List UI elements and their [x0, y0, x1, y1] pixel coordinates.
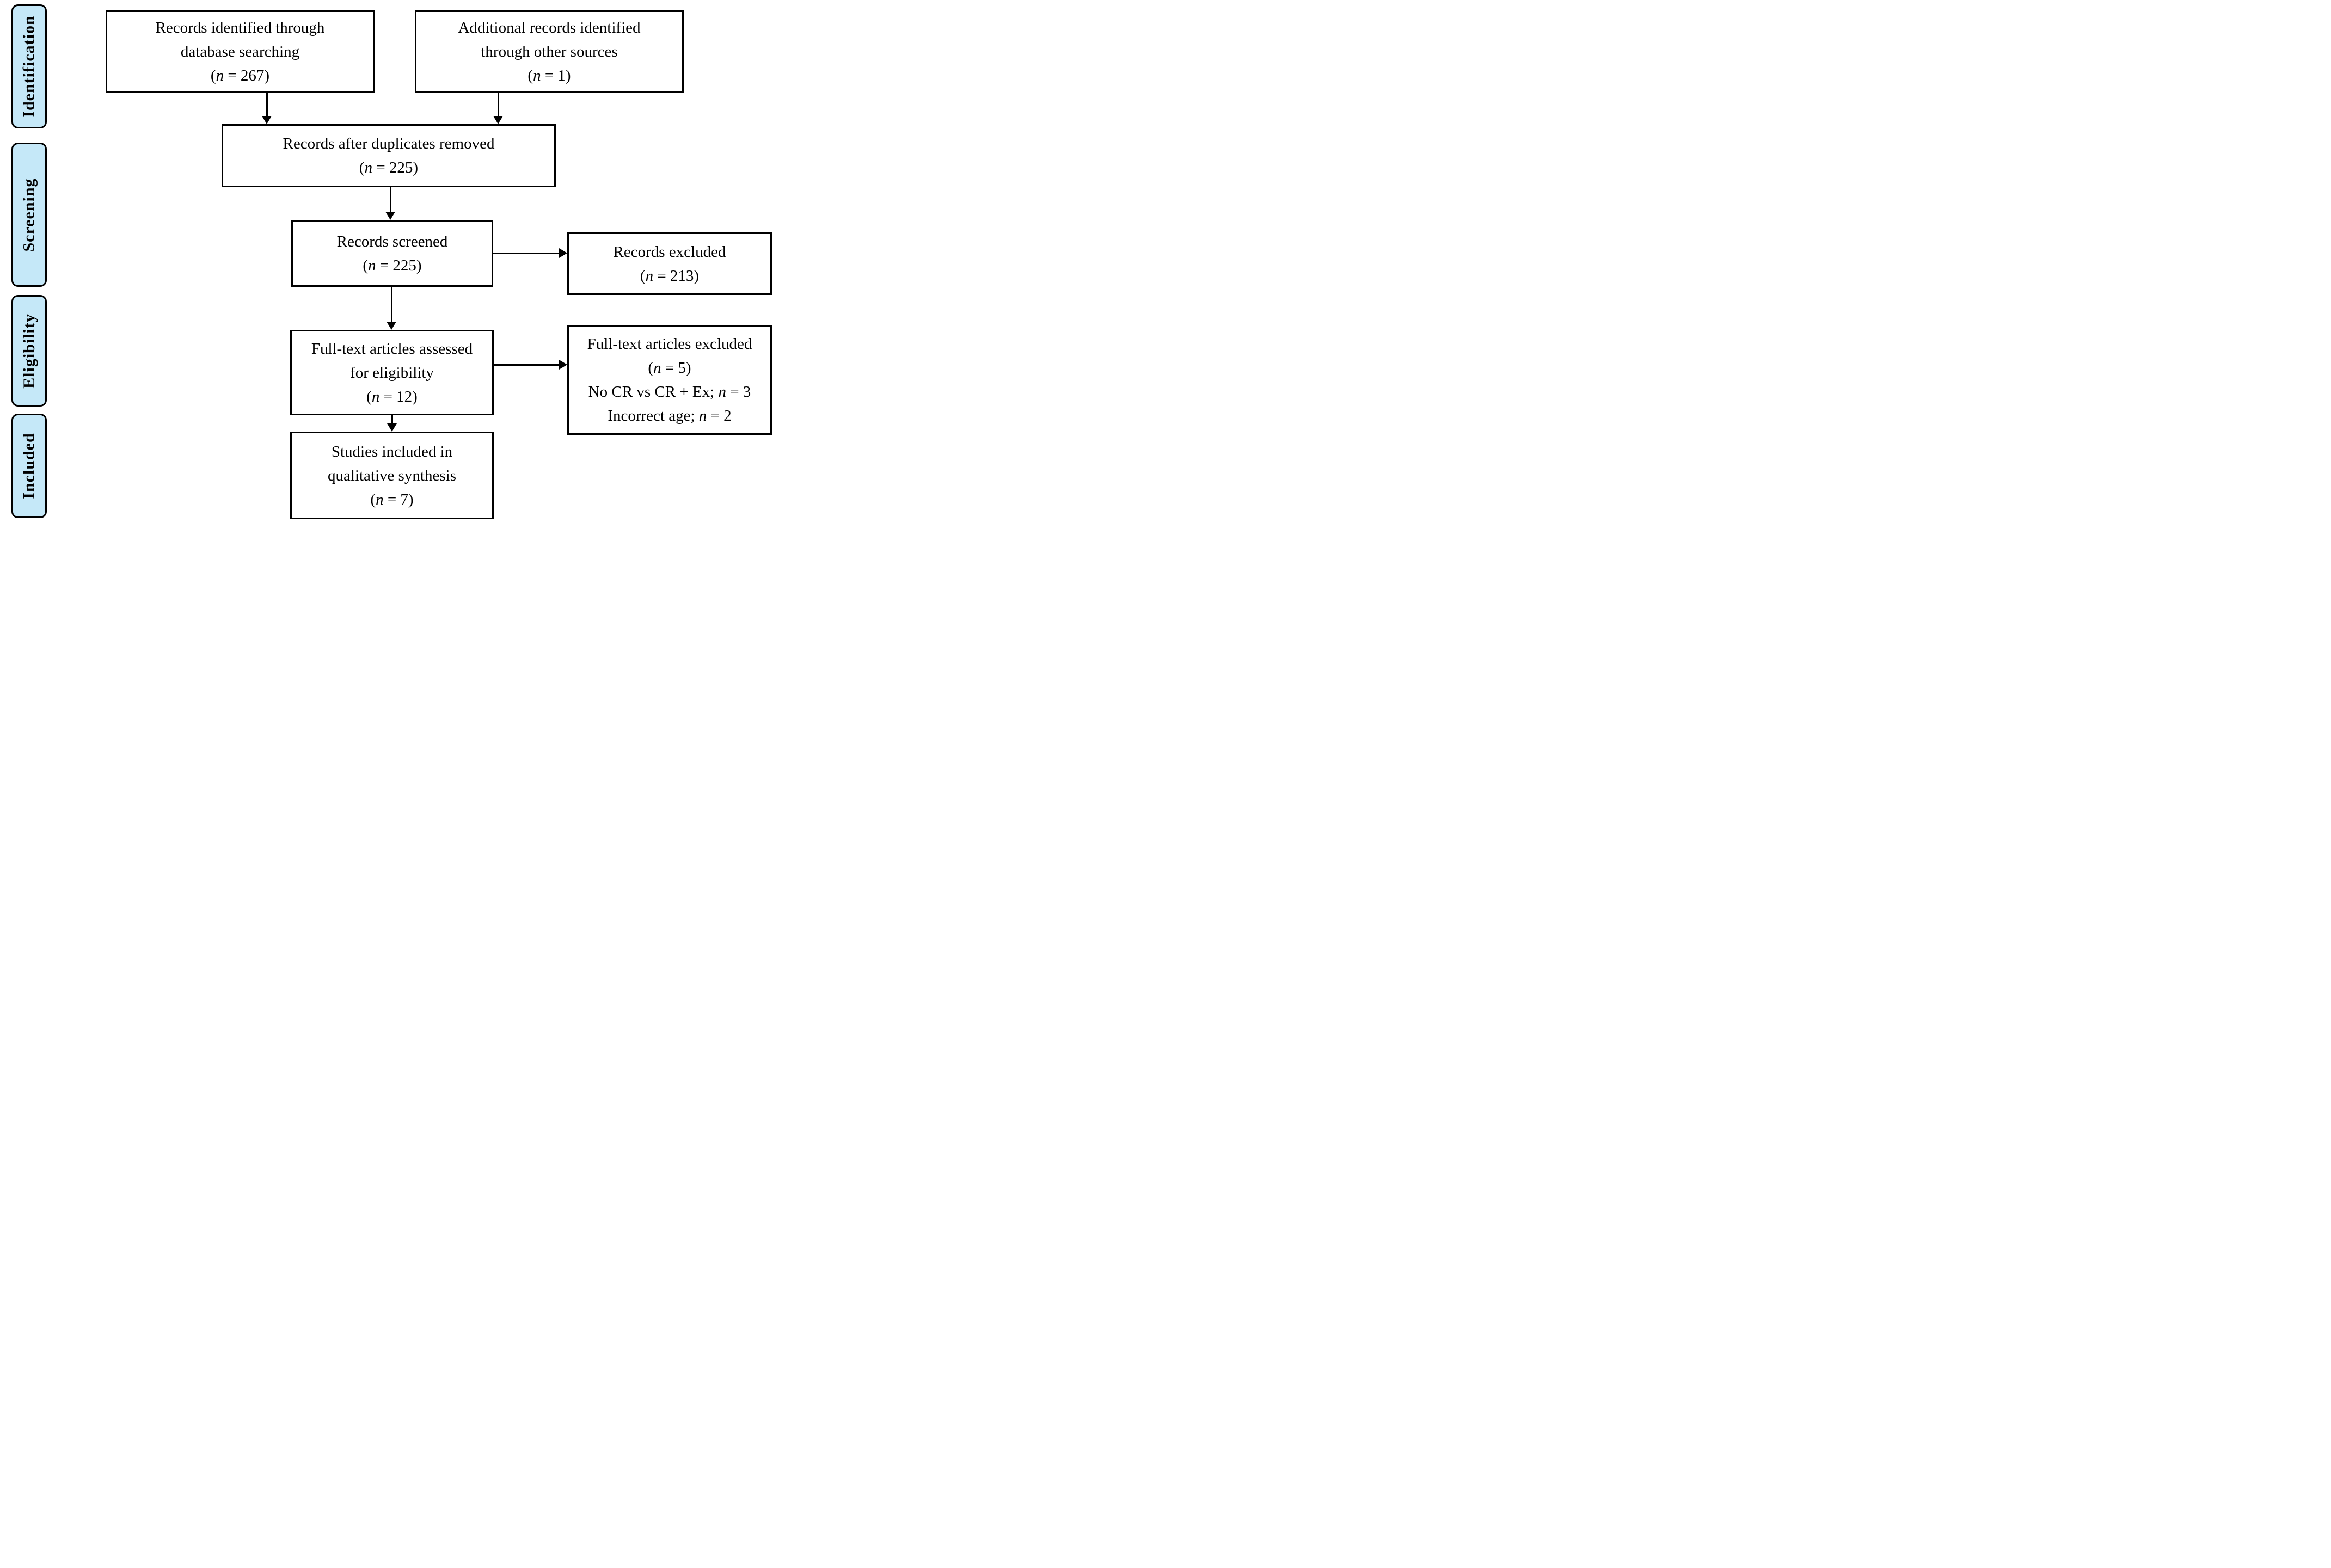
- flow-box-line: (n = 225): [359, 159, 419, 176]
- stage-eligibility: Eligibility: [11, 295, 47, 407]
- box-studies-included: Studies included in qualitative synthesis…: [290, 432, 494, 519]
- flow-box-line: Records identified through: [155, 19, 325, 36]
- arrow-down-icon: [385, 212, 395, 220]
- arrow-fulltext-to-excluded-stem: [494, 364, 560, 366]
- arrow-screened-to-excluded-stem: [493, 253, 560, 254]
- flow-box-line: No CR vs CR + Ex; n = 3: [588, 383, 751, 401]
- flow-box-line: (n = 225): [363, 256, 422, 274]
- stage-eligibility-label: Eligibility: [20, 313, 38, 389]
- flow-box-line: Full-text articles excluded: [587, 335, 752, 353]
- stage-screening-label: Screening: [20, 177, 38, 252]
- flow-box-line: (n = 12): [366, 388, 418, 405]
- flow-box-line: Full-text articles assessed: [311, 340, 473, 358]
- box-records-excluded: Records excluded (n = 213): [567, 232, 772, 295]
- arrow-right-icon: [559, 248, 567, 258]
- flow-box-line: qualitative synthesis: [328, 466, 456, 484]
- flow-box-line: (n = 5): [648, 359, 691, 377]
- stage-identification-label: Identification: [20, 15, 38, 118]
- flow-box-line: (n = 267): [210, 66, 270, 84]
- arrow-additional-to-duplicates-stem: [498, 93, 499, 116]
- flow-box-line: (n = 7): [370, 490, 414, 508]
- arrow-right-icon: [559, 360, 567, 370]
- flow-box-line: through other sources: [481, 42, 618, 60]
- box-fulltext-excluded: Full-text articles excluded (n = 5) No CR …: [567, 325, 772, 435]
- flow-box-line: Studies included in: [331, 442, 453, 460]
- stage-identification: Identification: [11, 4, 47, 128]
- flow-box-line: Records excluded: [613, 243, 726, 261]
- stage-screening: Screening: [11, 143, 47, 287]
- box-duplicates-removed: Records after duplicates removed (n = 225…: [222, 124, 556, 187]
- arrow-duplicates-to-screened-stem: [390, 187, 391, 212]
- box-records-identified: Records identified through database searc…: [106, 10, 375, 93]
- arrow-down-icon: [493, 116, 503, 124]
- arrow-down-icon: [387, 423, 397, 432]
- flow-box-line: Incorrect age; n = 2: [608, 407, 732, 425]
- stage-included-label: Included: [20, 433, 38, 499]
- arrow-identified-to-duplicates-stem: [266, 93, 268, 116]
- arrow-down-icon: [387, 322, 396, 330]
- arrow-screened-to-fulltext-stem: [391, 287, 392, 322]
- flow-box-line: Additional records identified: [458, 19, 641, 36]
- flow-box-line: (n = 213): [640, 267, 700, 285]
- stage-included: Included: [11, 414, 47, 518]
- prisma-flow-diagram: Identification Screening Eligibility Inc…: [0, 0, 777, 522]
- flow-box-line: (n = 1): [527, 66, 571, 84]
- box-fulltext-assessed: Full-text articles assessed for eligibili…: [290, 330, 494, 415]
- box-additional-records: Additional records identified through oth…: [415, 10, 684, 93]
- arrow-down-icon: [262, 116, 272, 124]
- arrow-fulltext-to-studies-stem: [391, 415, 393, 424]
- flow-box-line: for eligibility: [350, 364, 434, 382]
- flow-box-line: Records screened: [336, 232, 448, 250]
- box-records-screened: Records screened (n = 225): [291, 220, 493, 287]
- flow-box-line: Records after duplicates removed: [283, 135, 495, 152]
- flow-box-line: database searching: [180, 42, 300, 60]
